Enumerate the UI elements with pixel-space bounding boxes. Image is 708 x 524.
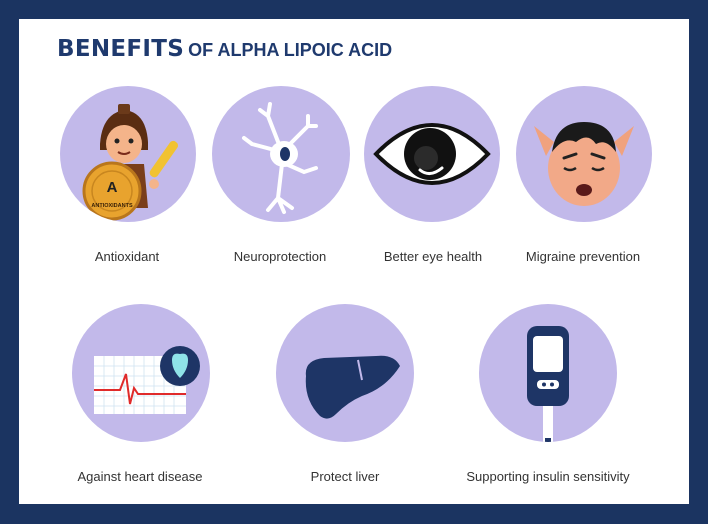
heart-ecg-icon: [94, 346, 200, 414]
neuroprotection-circle: [212, 86, 350, 222]
antioxidant-circle: A ANTIOXIDANTS: [60, 86, 196, 222]
eye-health-circle: [364, 86, 500, 222]
shield-letter: A: [107, 179, 118, 196]
benefit-label: Better eye health: [383, 249, 483, 264]
benefit-label: Against heart disease: [77, 469, 203, 484]
shield-subtext: ANTIOXIDANTS: [91, 203, 133, 209]
warrior-shield-icon: A ANTIOXIDANTS: [82, 104, 178, 221]
headache-face-icon: [534, 122, 634, 206]
migraine-circle: [516, 86, 652, 222]
heart-circle: [72, 304, 210, 442]
neuron-icon: [242, 102, 318, 214]
insulin-circle: [479, 304, 617, 442]
title-rest: OF ALPHA LIPOIC ACID: [188, 40, 393, 60]
benefit-label: Protect liver: [310, 469, 380, 484]
eye-icon: [373, 123, 491, 185]
glucose-meter-icon: [527, 326, 569, 442]
benefit-label: Migraine prevention: [525, 249, 641, 264]
liver-circle: [276, 304, 414, 442]
liver-icon: [305, 355, 400, 419]
title-benefits: BENEFITS: [57, 36, 185, 62]
benefit-label: Antioxidant: [94, 249, 160, 264]
benefit-label: Supporting insulin sensitivity: [466, 469, 630, 484]
benefit-label: Neuroprotection: [233, 249, 327, 264]
